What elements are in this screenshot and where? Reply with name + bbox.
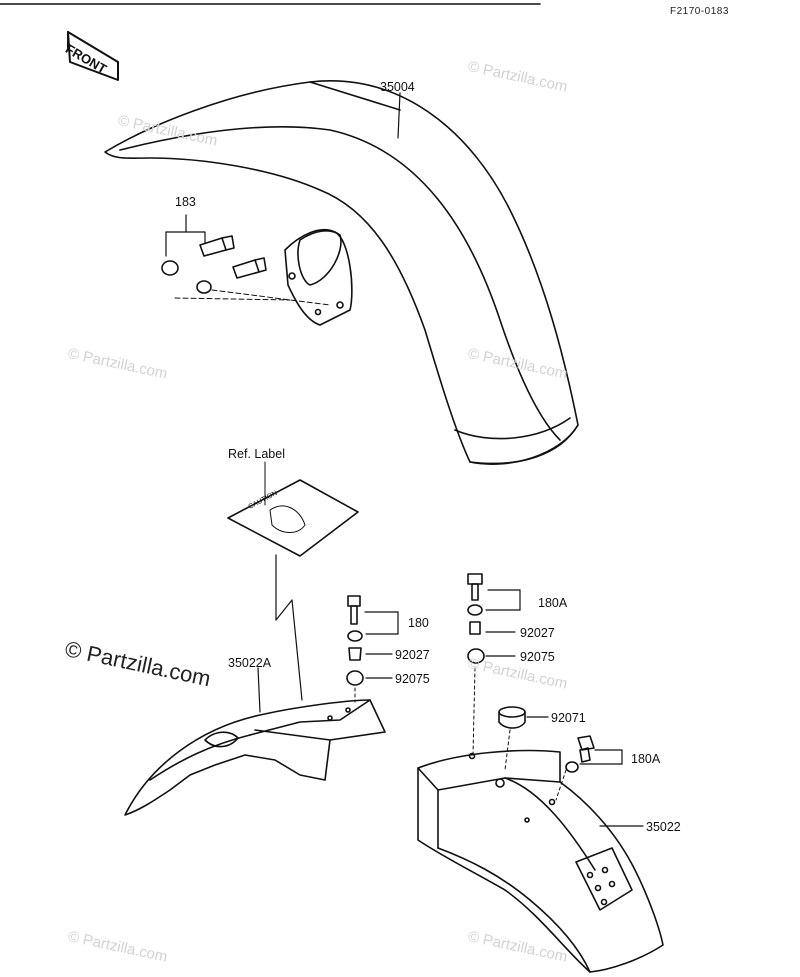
figure-code: F2170-0183 <box>670 6 729 17</box>
front-fender-35004 <box>104 80 579 465</box>
bolt-set-183 <box>161 214 331 306</box>
damper-92071 <box>498 706 549 771</box>
rear-fender-35022 <box>417 749 664 973</box>
bolt-180a-stack <box>467 573 521 756</box>
label-180a-side: 180A <box>631 752 661 766</box>
label-92027-left: 92027 <box>395 648 430 662</box>
bolt-180a-side <box>555 735 623 801</box>
label-92075-right: 92075 <box>520 650 555 664</box>
ref-label-sticker <box>227 461 359 701</box>
label-92027-right: 92027 <box>520 626 555 640</box>
fender-flap-35022a <box>124 699 386 816</box>
label-35022: 35022 <box>646 820 681 834</box>
label-180a-top: 180A <box>538 596 568 610</box>
label-183: 183 <box>175 195 196 209</box>
label-92075-left: 92075 <box>395 672 430 686</box>
label-180: 180 <box>408 616 429 630</box>
front-badge-icon <box>67 31 119 81</box>
bolt-180-stack <box>346 595 399 703</box>
label-ref-label: Ref. Label <box>228 447 285 461</box>
label-92071: 92071 <box>551 711 586 725</box>
label-35022a: 35022A <box>228 656 272 670</box>
label-35004: 35004 <box>380 80 415 94</box>
